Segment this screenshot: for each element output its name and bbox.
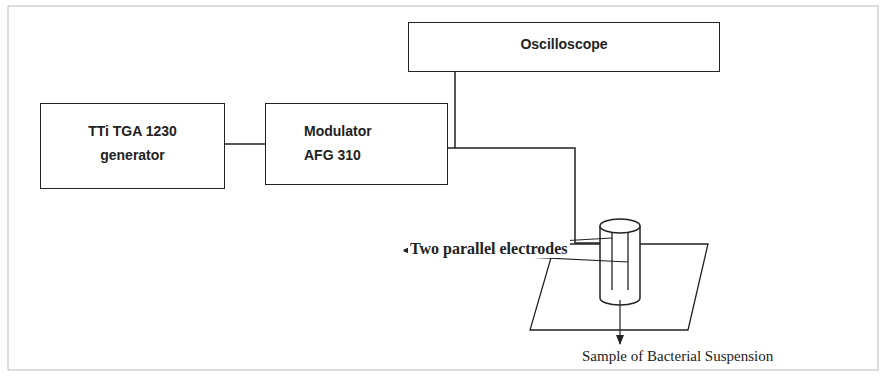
box-label: TTi TGA 1230 generator: [70, 120, 195, 168]
oscilloscope-box: Oscilloscope: [408, 22, 720, 72]
box-label: Modulator AFG 310: [304, 120, 404, 168]
connector: [225, 143, 265, 145]
box-label: Oscilloscope: [520, 33, 607, 57]
figure-frame: [8, 6, 878, 370]
tube-mouth: [600, 219, 640, 233]
generator-box: TTi TGA 1230 generator: [40, 103, 225, 189]
leader-line: [619, 300, 620, 344]
signal-wire: [455, 148, 606, 243]
sample-label: Sample of Bacterial Suspension: [580, 348, 775, 365]
connector: [448, 72, 455, 148]
electrode: [627, 232, 628, 290]
electrode-label: Two parallel electrodes: [408, 240, 570, 258]
modulator-box: Modulator AFG 310: [265, 103, 448, 185]
